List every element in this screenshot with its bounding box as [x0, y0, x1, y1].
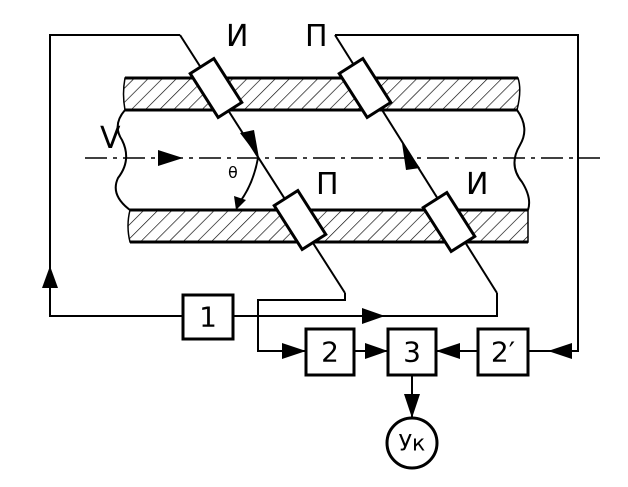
emitter-top-label: И: [226, 19, 248, 54]
angle-arc-arrow: [234, 196, 246, 210]
pipe-break-left: [114, 109, 131, 211]
output-indicator: Ук: [385, 416, 439, 470]
path2-arrow: [402, 143, 420, 170]
block-2-prime: 2′: [476, 327, 530, 377]
svg-text:3: 3: [403, 336, 421, 369]
angle-label: θ: [228, 163, 238, 182]
block3-left-arrow: [365, 343, 388, 359]
transducer-receiver-top: [337, 56, 393, 120]
pipe-break-right: [513, 109, 531, 211]
flow-arrow: [158, 150, 183, 166]
svg-text:2′: 2′: [491, 336, 515, 369]
receiver-top-label: П: [305, 19, 328, 54]
transducer-emitter-top: [188, 56, 244, 120]
velocity-label: V: [100, 121, 121, 156]
transducer-receiver-bottom: [272, 188, 328, 252]
svg-text:Ук: Ук: [399, 432, 426, 457]
block2p-in-arrow: [548, 343, 572, 359]
svg-text:2: 2: [321, 336, 339, 369]
block-1: 1: [181, 293, 235, 341]
svg-text:1: 1: [199, 301, 217, 334]
transducer-emitter-bottom: [421, 190, 477, 254]
block-3: 3: [386, 327, 438, 377]
emitter-bottom-label: И: [466, 167, 488, 202]
output-arrow: [404, 394, 420, 418]
block2-in-arrow: [282, 343, 306, 359]
wire-block1-to-emitter-bottom: [233, 293, 498, 317]
angle-arc: [238, 157, 259, 204]
wire-emitter-top-loop: [49, 34, 183, 317]
loop-up-arrow: [42, 266, 58, 288]
wire-receiver-bottom-to-block2: [257, 293, 346, 352]
pipe-wall-top: [122, 76, 521, 112]
receiver-bottom-label: П: [316, 167, 339, 202]
block1-out-arrow: [362, 308, 385, 324]
block3-right-arrow: [436, 343, 460, 359]
path1-arrow: [240, 130, 259, 158]
block-2: 2: [304, 327, 356, 377]
